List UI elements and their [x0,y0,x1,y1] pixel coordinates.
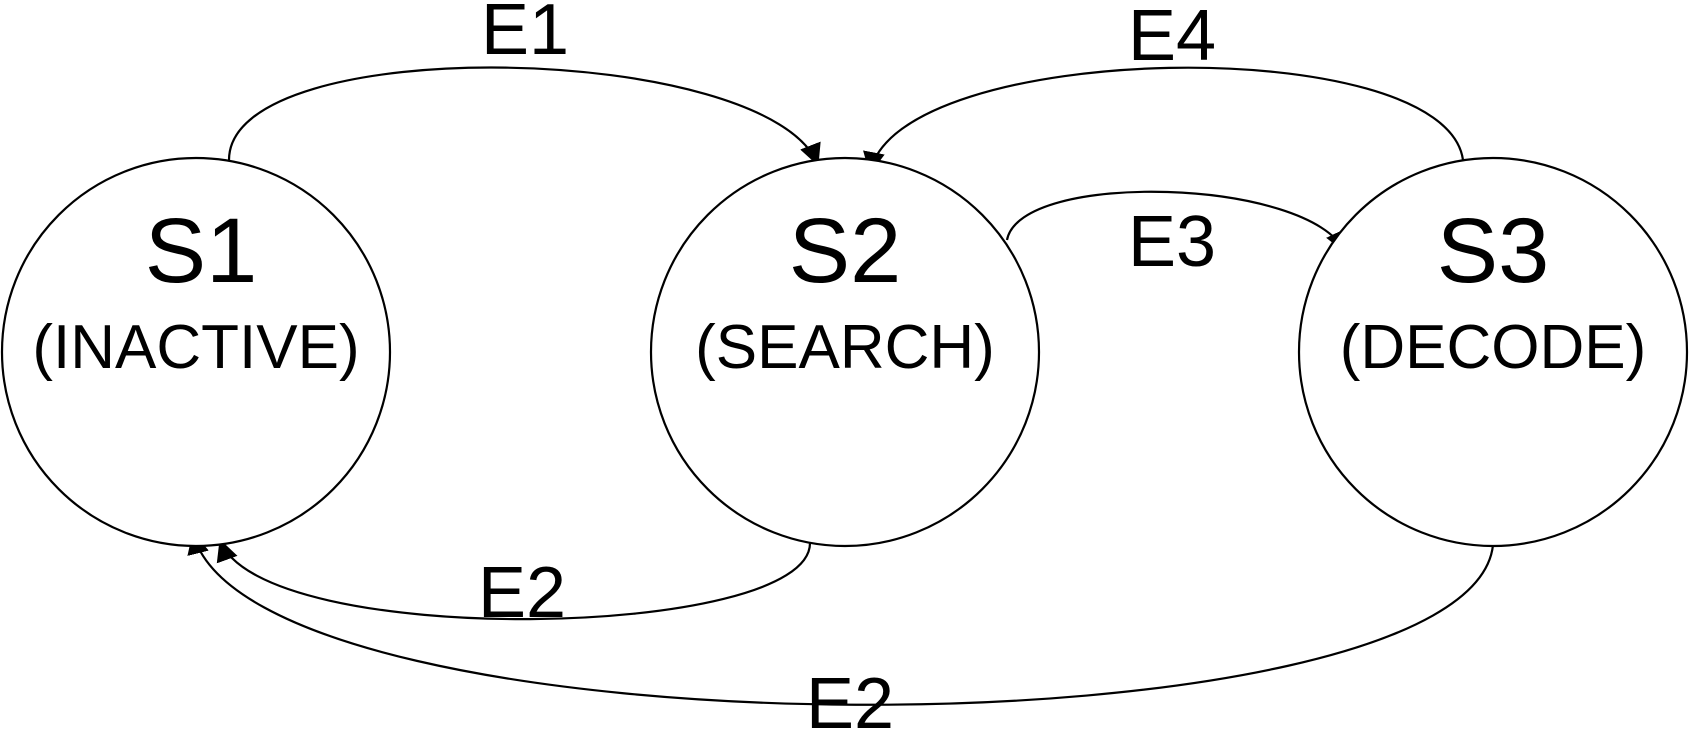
edge-label-e3: E3 [1128,202,1216,282]
state-id-s2: S2 [789,200,902,302]
state-node-s3: S3 (DECODE) [1297,156,1689,548]
state-name-s3: (DECODE) [1340,313,1647,382]
state-name-s1: (INACTIVE) [32,313,359,382]
edge-label-e4: E4 [1128,0,1216,76]
edge-e1-s1-to-s2 [227,66,821,167]
edge-label-e1: E1 [481,0,569,70]
edge-e3-s2-to-s3 [1005,190,1346,253]
edge-label-e2-s2-s1: E2 [478,553,566,633]
edge-e2-s3-to-s1 [187,531,1495,706]
edge-e4-s3-to-s2 [863,66,1465,175]
state-id-s3: S3 [1437,200,1550,302]
edge-e2-s2-to-s1 [216,538,812,621]
state-node-s2: S2 (SEARCH) [649,156,1041,548]
edge-label-e2-s3-s1: E2 [806,664,894,738]
state-id-s1: S1 [145,200,258,302]
state-name-s2: (SEARCH) [695,313,995,382]
state-node-s1: S1 (INACTIVE) [0,156,392,548]
